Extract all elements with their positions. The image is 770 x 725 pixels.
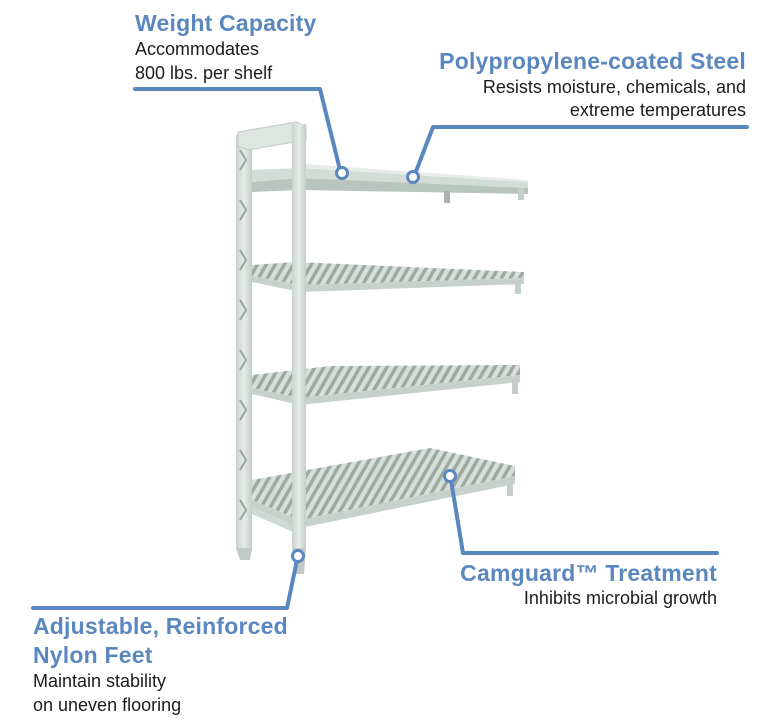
callout-description-line: 800 lbs. per shelf: [135, 63, 273, 83]
nylon-feet-dot-icon: [291, 549, 305, 563]
callout-title: Nylon Feet: [33, 642, 153, 668]
shelf-2: [252, 262, 524, 294]
leader-lines: [31, 87, 749, 610]
shelf-3: [252, 365, 520, 405]
callout-dots: [291, 166, 457, 563]
callout-title: Weight Capacity: [135, 10, 317, 36]
polypropylene-steel-leader: [413, 125, 749, 176]
callout-description-line: Maintain stability: [33, 671, 167, 691]
camguard-leader: [449, 478, 719, 555]
callout-title: Camguard™ Treatment: [460, 560, 717, 586]
callout-description-line: Resists moisture, chemicals, and: [482, 77, 746, 97]
camguard-dot-icon: [443, 469, 457, 483]
callout-description-line: on uneven flooring: [33, 695, 182, 715]
callout-title: Adjustable, Reinforced: [33, 613, 288, 639]
callout-description-line: extreme temperatures: [569, 100, 746, 120]
nylon-feet-leader: [31, 558, 299, 610]
shelf-4: [252, 448, 515, 535]
weight-capacity-leader: [133, 87, 342, 172]
weight-capacity-dot-icon: [335, 166, 349, 180]
rear-post: [236, 135, 252, 550]
polypropylene-steel-dot-icon: [406, 170, 420, 184]
callout-title: Polypropylene-coated Steel: [439, 48, 746, 74]
callout-description-line: Inhibits microbial growth: [523, 588, 717, 608]
callout-description-line: Accommodates: [135, 39, 260, 59]
